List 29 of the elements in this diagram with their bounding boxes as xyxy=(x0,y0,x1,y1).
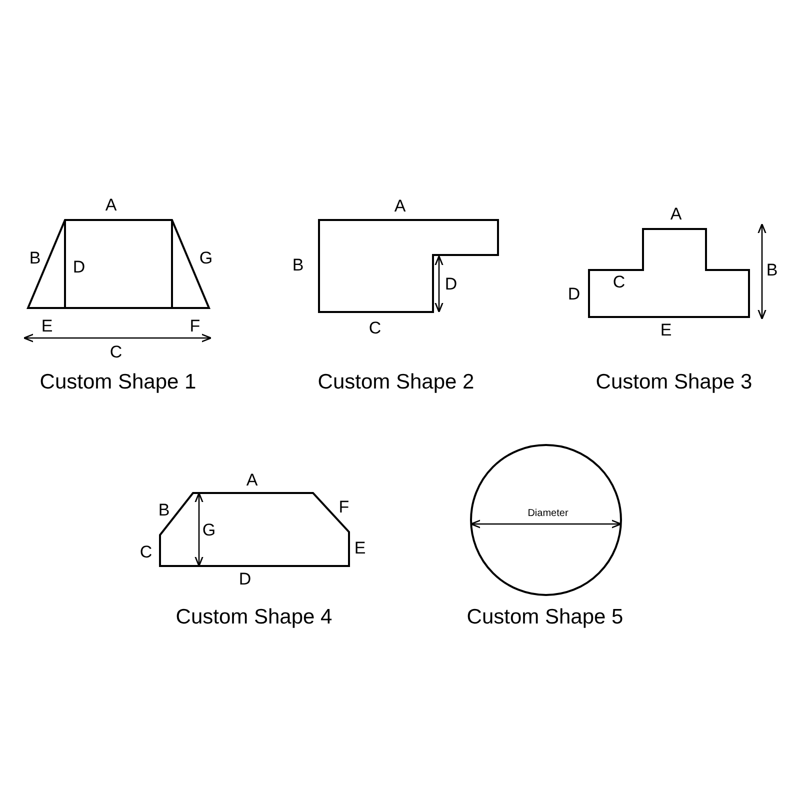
dimension-letter: F xyxy=(190,318,200,334)
dimension-letter: C xyxy=(368,320,382,336)
dimension-letter: D xyxy=(444,276,458,292)
shape-caption: Custom Shape 5 xyxy=(466,606,624,628)
dimension-letter: G xyxy=(202,522,216,538)
dimension-letter: D xyxy=(72,258,86,276)
dimension-letter: C xyxy=(612,274,626,290)
dimension-letter: G xyxy=(199,250,213,266)
shape-caption: Custom Shape 2 xyxy=(318,372,474,392)
dimension-letter: F xyxy=(338,498,350,516)
dimension-letter: A xyxy=(246,472,258,488)
dimension-letter: E xyxy=(41,318,53,334)
dimension-letter: C xyxy=(140,544,152,560)
dimension-letter: B xyxy=(292,256,304,274)
shape-caption: Custom Shape 1 xyxy=(40,372,196,392)
shape-caption: Custom Shape 3 xyxy=(596,372,752,392)
dimension-letter: E xyxy=(660,322,672,338)
dimension-letter: C xyxy=(110,344,122,360)
dimension-letter: E xyxy=(354,540,366,556)
dimension-letter: D xyxy=(568,286,580,302)
dimension-letter: B xyxy=(158,502,170,518)
dimension-label: Diameter xyxy=(528,509,568,519)
shape-caption: Custom Shape 4 xyxy=(176,606,332,628)
dimension-letter: A xyxy=(105,196,117,214)
dimension-letter: D xyxy=(238,570,252,588)
dimension-letter: A xyxy=(670,206,682,222)
dimension-letter: B xyxy=(29,250,41,266)
dimension-letter: B xyxy=(766,262,778,278)
dimension-letter: A xyxy=(394,198,406,214)
